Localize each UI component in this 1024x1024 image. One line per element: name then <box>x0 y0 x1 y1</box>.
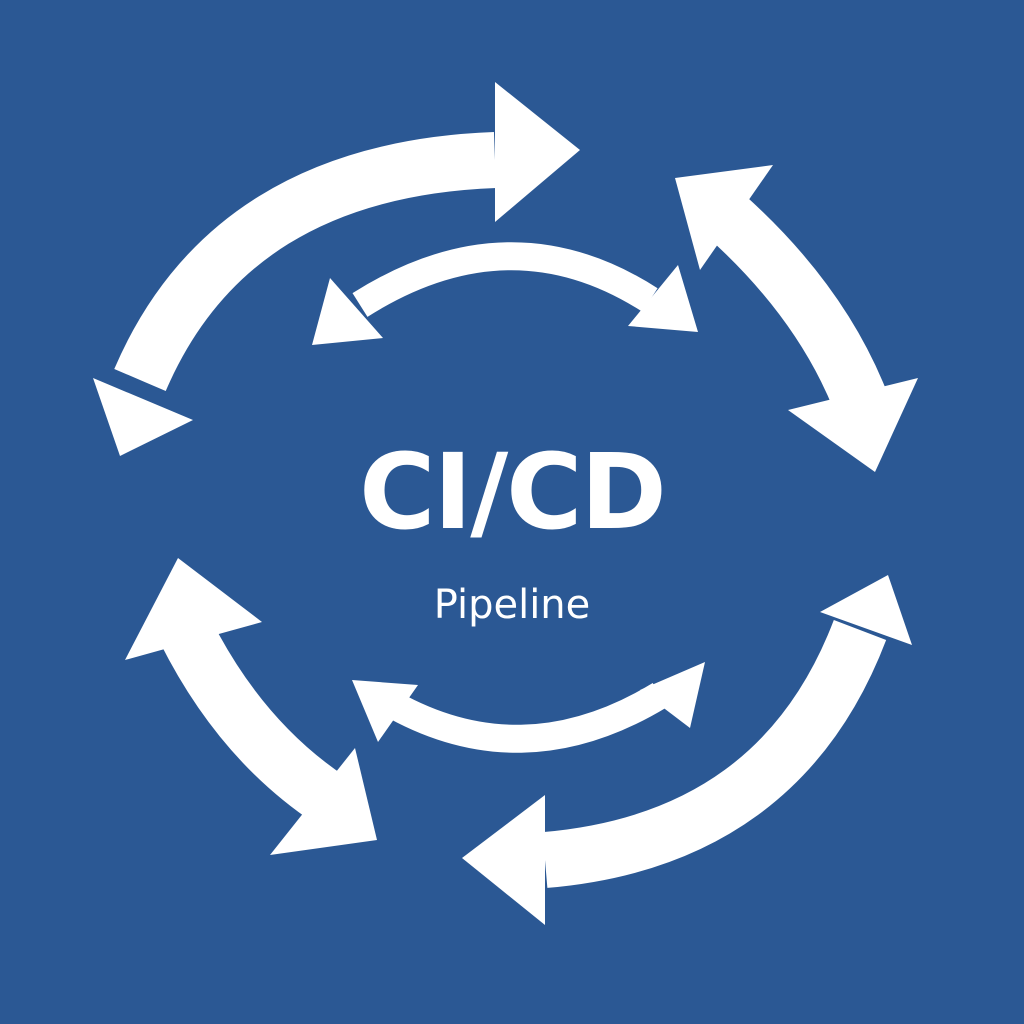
arrow-bottom-left-curved-icon <box>159 617 346 824</box>
arrow-inner-bottom-double-icon <box>377 683 668 753</box>
arrow-bottom-right-curved-icon <box>542 619 887 888</box>
arrow-right-curved-icon <box>706 194 886 411</box>
logo-title: CI/CD <box>359 431 667 553</box>
logo-subtitle: Pipeline <box>433 582 591 628</box>
arrow-inner-top-double-icon <box>352 242 658 317</box>
arrow-top-curved-icon <box>114 132 497 392</box>
